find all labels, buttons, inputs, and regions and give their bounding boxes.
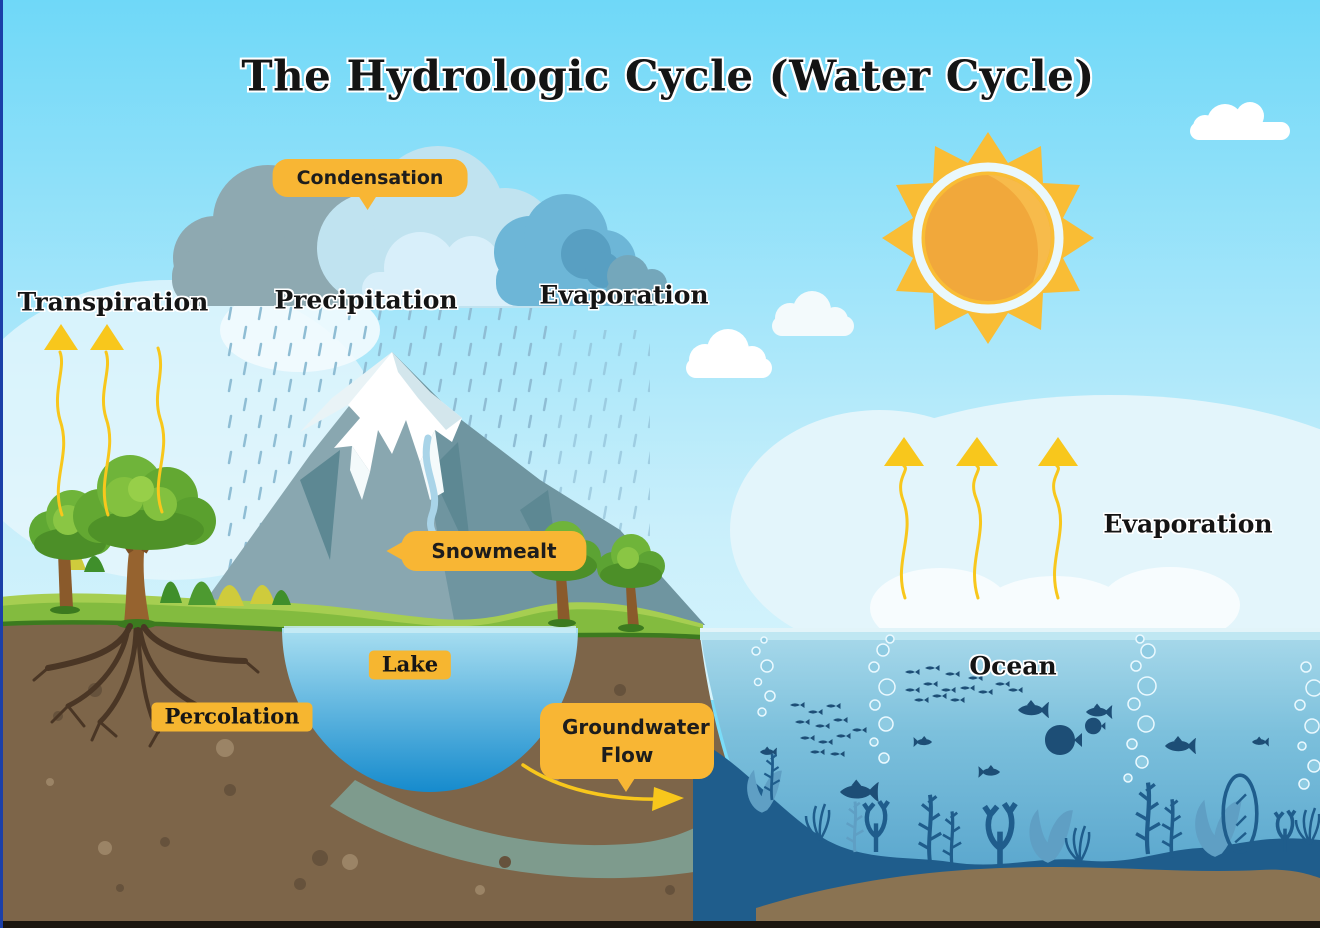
page-title: The Hydrologic Cycle (Water Cycle)	[241, 51, 1095, 101]
groundwater-flow-arrow	[521, 763, 684, 811]
lake-water	[282, 626, 578, 792]
tree-shore-2	[597, 534, 665, 632]
tag-lake: Lake	[368, 650, 452, 680]
ocean-bubbles	[751, 634, 1320, 790]
label-evaporation-right: Evaporation	[1103, 509, 1273, 539]
groundwater-channel	[330, 778, 808, 879]
tag-percolation: Percolation	[151, 702, 313, 732]
callout-groundwater-flow: Groundwater Flow	[540, 703, 714, 792]
label-transpiration: Transpiration	[17, 287, 209, 317]
seabed	[0, 738, 1320, 928]
callout-snowmelt: Snowmealt	[401, 531, 587, 571]
cloud-small-mountain	[772, 291, 854, 336]
label-ocean: Ocean	[969, 651, 1057, 681]
transpiration-arrows	[44, 324, 166, 517]
sun-icon	[882, 132, 1094, 344]
cloud-small-top-right	[1190, 102, 1290, 140]
callout-condensation: Condensation	[272, 159, 468, 210]
left-border	[0, 0, 3, 928]
tree-large	[73, 455, 216, 629]
label-precipitation: Precipitation	[274, 285, 458, 315]
label-evaporation-center: Evaporation	[539, 280, 709, 310]
evaporation-arrows	[884, 437, 1078, 600]
blue-cloud-icon	[494, 194, 638, 306]
cloud-small-center	[686, 329, 772, 378]
